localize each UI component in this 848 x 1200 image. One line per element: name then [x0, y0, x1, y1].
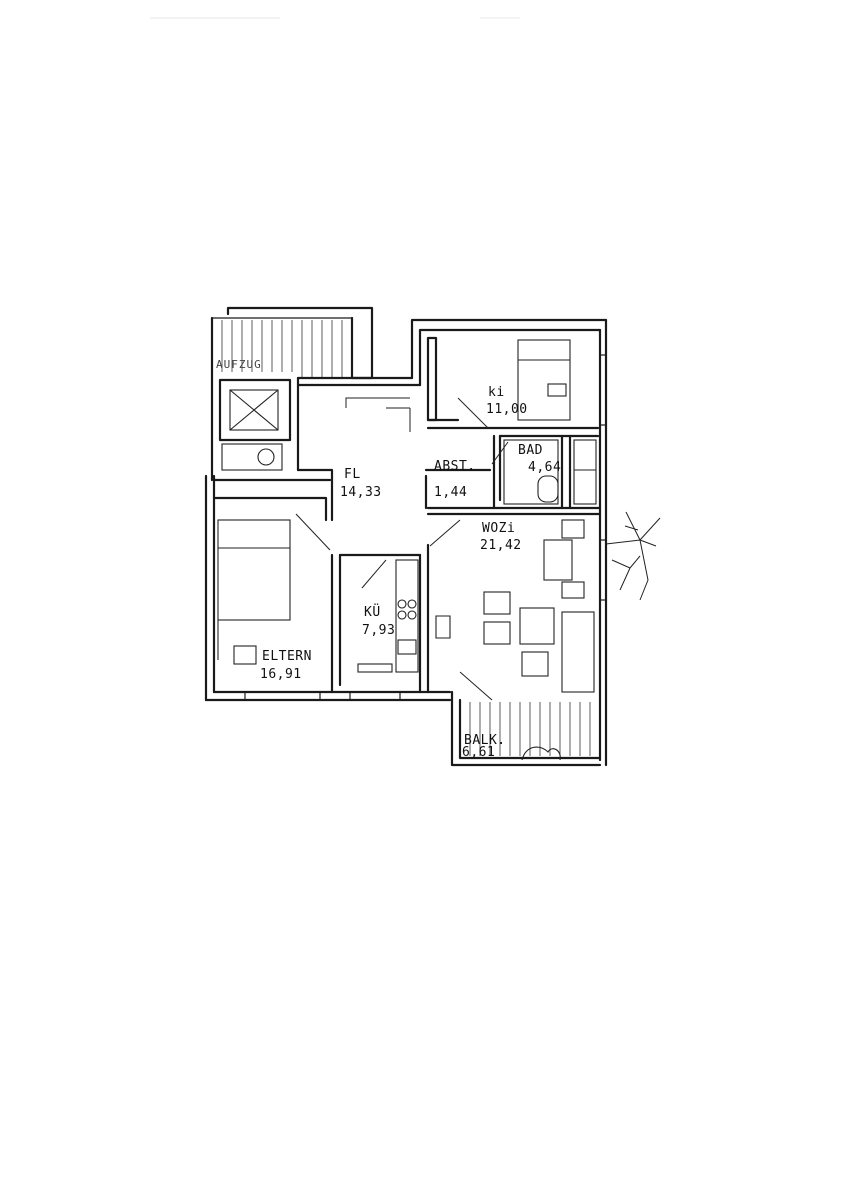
sofa [561, 611, 595, 693]
room-label-abst: ABST. [434, 459, 476, 474]
room-area-eltern: 16,91 [260, 667, 302, 682]
room-area-balk: 6,61 [462, 745, 495, 760]
sink [573, 439, 597, 505]
room-label-balk: BALK. [464, 733, 506, 748]
washing-machine [221, 443, 283, 471]
tree-sketch [605, 511, 661, 601]
outer-walls [204, 316, 608, 767]
doors [295, 397, 509, 701]
stairwell: AUFZUG [211, 306, 374, 471]
kitchen-counter [395, 559, 419, 673]
room-label-fl: FL [344, 467, 361, 482]
room-area-ku: 7,93 [362, 623, 395, 638]
room-label-eltern: ELTERN [262, 649, 312, 664]
room-area-ki: 11,00 [486, 402, 528, 417]
room-label-ku: KÜ [364, 603, 381, 620]
balcony [450, 690, 602, 767]
double-bed [217, 519, 291, 621]
stair-hatching [221, 320, 343, 378]
room-area-wozi: 21,42 [480, 538, 522, 553]
room-area-bad: 4,64 [528, 460, 561, 475]
room-labels: ki 11,00 BAD 4,64 FL 14,33 ABST. 1,44 WO… [260, 385, 561, 760]
room-label-bad: BAD [518, 443, 543, 458]
dining-table [543, 539, 573, 581]
interior-walls [212, 336, 602, 694]
room-area-abst: 1,44 [434, 485, 467, 500]
toilet [537, 475, 559, 503]
furniture [217, 339, 597, 693]
child-bed [517, 339, 571, 421]
bathtub [503, 439, 559, 505]
room-label-wozi: WOZi [482, 521, 515, 536]
room-area-fl: 14,33 [340, 485, 382, 500]
elevator-shaft [218, 378, 292, 442]
coffee-table [519, 607, 555, 645]
room-label-ki: ki [488, 385, 505, 400]
room-label-aufzug: AUFZUG [216, 358, 262, 371]
